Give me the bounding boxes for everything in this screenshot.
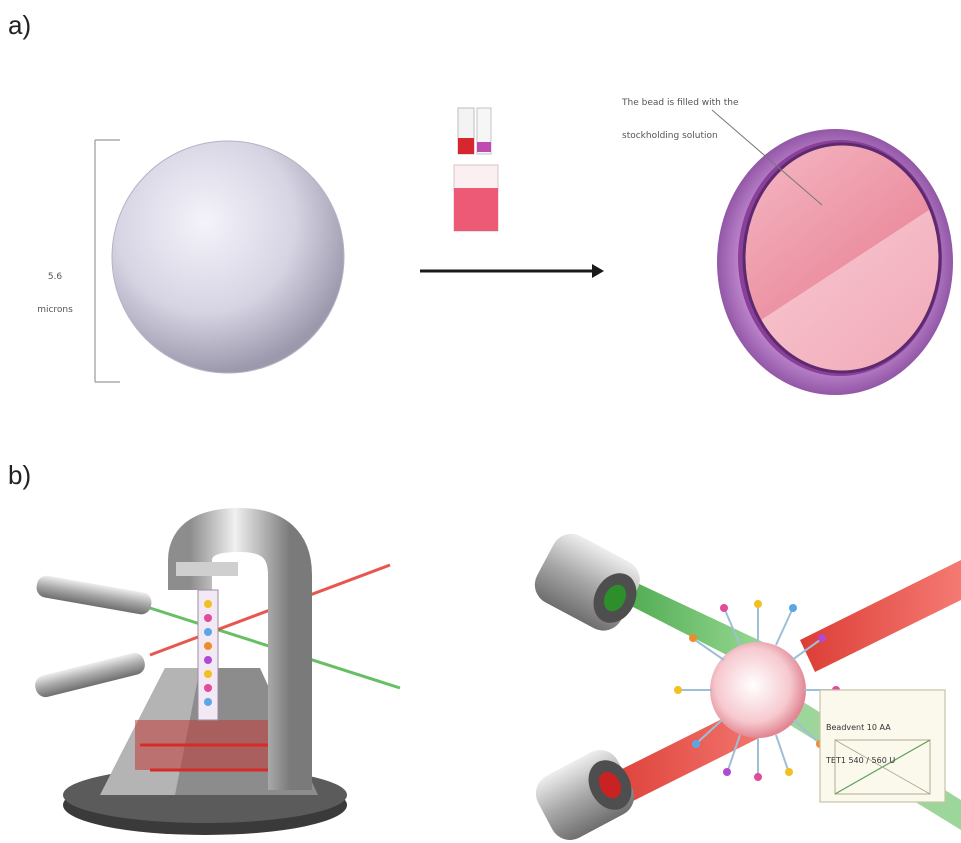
laser-icon [33,574,153,699]
panel-a-label: a) [8,10,31,41]
reaction-arrow-icon [420,264,604,278]
filled-bead-icon [700,129,961,395]
panel-b-label: b) [8,460,31,491]
size-label: 5.6 microns [30,250,80,327]
flow-cytometer-icon [33,530,400,835]
detector-inset-line2: TET1 540 / 560 U [826,755,895,766]
bead-annotation-line2: stockholding solution [622,131,739,142]
size-label-value: 5.6 [30,272,80,283]
detector-inset-text: Beadvent 10 AA TET1 540 / 560 U [826,700,895,777]
bead-annotation-line1: The bead is filled with the [622,98,739,109]
vial-icon [454,108,498,231]
microsphere-icon [112,141,344,373]
detector-inset-line1: Beadvent 10 AA [826,722,895,733]
bead-annotation: The bead is filled with the stockholding… [622,76,739,153]
size-label-unit: microns [30,305,80,316]
